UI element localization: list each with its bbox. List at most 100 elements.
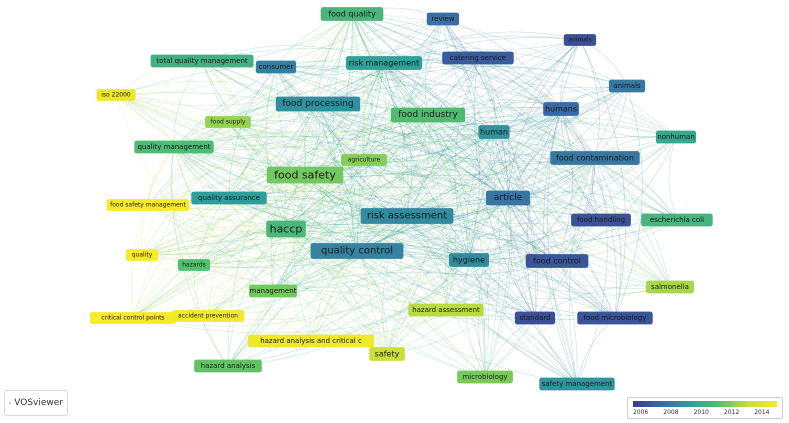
node-critical-control-points[interactable]: critical control points <box>90 312 177 324</box>
node-food-handling[interactable]: food handling <box>571 213 631 227</box>
node-food-industry[interactable]: food industry <box>390 107 466 123</box>
edge-haccp-total-quality-management <box>201 60 287 230</box>
edge-escherichia-coli-risk-assessment <box>406 215 678 243</box>
node-hazard-analysis-and-critical-c[interactable]: hazard analysis and critical c <box>247 334 375 348</box>
edge-haccp-nonhuman <box>285 136 677 234</box>
node-salmonella[interactable]: salmonella <box>646 280 695 294</box>
node-label: standard <box>519 314 550 322</box>
edge-food-contamination-food-control <box>556 157 596 262</box>
node-food-quality[interactable]: food quality <box>320 7 384 21</box>
edge-hazard-assessment-quality-management <box>173 146 447 311</box>
node-food-microbiology[interactable]: food microbiology <box>577 311 653 325</box>
node-quality-control[interactable]: quality control <box>310 243 404 259</box>
node-humans[interactable]: humans <box>543 102 579 116</box>
edge-management-quality-management <box>173 146 274 292</box>
edge-risk-assessment-standard <box>406 215 536 319</box>
edge-animals-animals-2 <box>579 39 628 87</box>
node-hazard-analysis[interactable]: hazard analysis <box>194 359 262 373</box>
node-total-quality-management[interactable]: total quality management <box>150 54 254 68</box>
node-food-safety[interactable]: food safety <box>266 166 344 184</box>
edge-food-microbiology-food-processing <box>317 103 616 319</box>
node-human[interactable]: human <box>478 125 510 139</box>
node-quality[interactable]: quality <box>125 249 159 261</box>
node-hazard-assessment[interactable]: hazard assessment <box>408 303 484 317</box>
node-catering-service[interactable]: catering service <box>442 51 514 65</box>
edge-animals-2-haccp <box>285 85 628 230</box>
node-food-processing[interactable]: food processing <box>275 96 361 112</box>
edge-escherichia-coli-safety <box>386 219 678 355</box>
edge-catering-service-food-contamination <box>477 57 596 159</box>
edge-food-quality-safety-management <box>351 13 578 385</box>
edge-hazard-assessment-risk-management <box>383 62 449 311</box>
node-review[interactable]: review <box>426 12 460 26</box>
node-agriculture[interactable]: agriculture <box>341 154 387 166</box>
node-quality-management[interactable]: quality management <box>134 140 214 154</box>
node-risk-management[interactable]: risk management <box>345 56 422 70</box>
edge-food-control-risk-management <box>383 62 558 262</box>
vosviewer-logo-icon <box>9 402 12 404</box>
node-label: risk management <box>349 59 419 68</box>
edge-hazard-assessment-risk-assessment <box>406 215 447 311</box>
edge-animals-2-food-quality <box>351 13 628 89</box>
edge-human-standard <box>493 131 538 319</box>
node-hazards[interactable]: hazards <box>177 259 211 271</box>
edge-food-processing-standard <box>317 103 536 319</box>
node-food-contamination[interactable]: food contamination <box>550 151 640 165</box>
node-food-safety-management[interactable]: food safety management <box>106 199 190 211</box>
node-management[interactable]: management <box>248 284 297 298</box>
edge-quality-risk-assessment <box>141 215 408 264</box>
node-box <box>255 60 297 74</box>
edge-consumer-escherichia-coli <box>275 66 678 221</box>
node-consumer[interactable]: consumer <box>255 60 297 74</box>
node-animals[interactable]: animals <box>563 34 597 46</box>
edge-food-processing-nonhuman <box>317 103 677 156</box>
edge-food-quality-haccp <box>285 13 353 230</box>
edge-accident-prevention-hazard-analysis <box>207 315 229 367</box>
node-box <box>539 377 615 391</box>
edge-article-standard <box>506 197 536 319</box>
node-food-supply[interactable]: food supply <box>205 116 251 128</box>
vosviewer-logo[interactable]: VOSviewer <box>4 390 68 416</box>
edge-animals-food-contamination <box>579 39 600 159</box>
node-hygiene[interactable]: hygiene <box>448 253 490 267</box>
edge-human-nonhuman <box>493 117 677 138</box>
node-iso-22000[interactable]: iso 22000 <box>96 89 136 101</box>
node-nonhuman[interactable]: nonhuman <box>655 130 697 144</box>
node-label: quality control <box>321 246 393 257</box>
node-safety-management[interactable]: safety management <box>539 377 615 391</box>
node-escherichia-coli[interactable]: escherichia coli <box>641 213 713 227</box>
edge-food-processing-safety-management <box>317 103 578 385</box>
node-food-control[interactable]: food control <box>525 254 589 268</box>
node-safety[interactable]: safety <box>369 347 405 361</box>
node-quality-assurance[interactable]: quality assurance <box>191 191 267 205</box>
edge-critical-control-points-food-contamination <box>132 157 596 319</box>
node-article[interactable]: article <box>485 190 531 206</box>
node-microbiology[interactable]: microbiology <box>457 370 513 384</box>
node-accident-prevention[interactable]: accident prevention <box>171 310 245 322</box>
edge-food-safety-management-standard <box>147 204 536 320</box>
edge-catering-service-standard <box>474 57 536 319</box>
edge-agriculture-risk-management <box>362 62 385 161</box>
node-label: food handling <box>577 216 625 224</box>
node-box <box>248 284 297 298</box>
edge-critical-control-points-food-industry <box>132 114 429 319</box>
node-standard[interactable]: standard <box>514 311 556 325</box>
node-label: escherichia coli <box>650 216 704 224</box>
node-haccp[interactable]: haccp <box>266 220 306 238</box>
node-box <box>106 199 190 211</box>
edge-catering-service-quality-control <box>356 57 479 252</box>
node-risk-assessment[interactable]: risk assessment <box>360 208 454 224</box>
edge-food-safety-quality <box>141 174 306 256</box>
edge-food-control-humans <box>556 108 574 262</box>
node-box <box>171 310 245 322</box>
edge-food-processing-safety <box>316 103 388 355</box>
node-animals-2[interactable]: animals <box>608 79 646 93</box>
edge-accident-prevention-risk-management <box>207 62 385 317</box>
edge-article-review <box>442 18 509 199</box>
node-box <box>448 253 490 267</box>
edge-consumer-haccp <box>265 66 287 230</box>
node-label: iso 22000 <box>101 92 131 99</box>
legend-gradient-bar <box>633 401 777 407</box>
edge-iso-22000-risk-management <box>115 62 385 107</box>
